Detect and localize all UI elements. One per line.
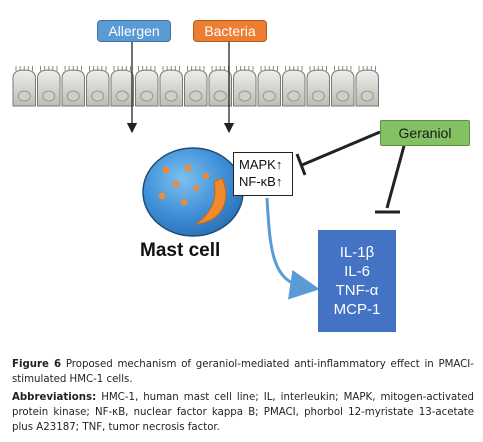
epithelial-nucleus bbox=[238, 90, 252, 102]
geraniol-inhibit-cytokine bbox=[385, 145, 406, 209]
bacteria-label: Bacteria bbox=[193, 20, 267, 42]
signaling-box: MAPK↑ NF-κB↑ bbox=[233, 152, 293, 196]
signal-mapk: MAPK↑ bbox=[239, 157, 283, 172]
signal-nfkb: NF-κB↑ bbox=[239, 174, 283, 189]
geraniol-label: Geraniol bbox=[380, 120, 470, 146]
mast-cell-label: Mast cell bbox=[140, 240, 221, 261]
caption-title: Figure 6 Proposed mechanism of geraniol-… bbox=[12, 357, 474, 387]
mechanism-diagram: Allergen Bacteria Geraniol MAPK↑ NF-κB↑ … bbox=[12, 20, 470, 332]
epithelial-nucleus bbox=[140, 90, 154, 102]
epithelial-nucleus bbox=[262, 90, 276, 102]
mast-cell-granules bbox=[158, 164, 210, 206]
mast-cell-body bbox=[142, 147, 244, 237]
epithelial-nucleus bbox=[115, 90, 129, 102]
epithelial-nucleus bbox=[336, 90, 350, 102]
secretion-arrow bbox=[265, 197, 320, 300]
figure-label: Figure 6 bbox=[12, 359, 62, 370]
epithelial-nucleus bbox=[17, 90, 31, 102]
cytokine-box: IL-1β IL-6 TNF-α MCP-1 bbox=[318, 230, 396, 332]
mast-cell-nucleus bbox=[194, 177, 227, 225]
figure-text: Proposed mechanism of geraniol-mediated … bbox=[12, 359, 474, 385]
epithelial-nucleus bbox=[164, 90, 178, 102]
inhibit-bar-signal bbox=[295, 153, 307, 176]
epithelial-nucleus bbox=[189, 90, 203, 102]
figure-caption: Figure 6 Proposed mechanism of geraniol-… bbox=[12, 357, 474, 435]
epithelial-nucleus bbox=[287, 90, 301, 102]
cytokine-mcp1: MCP-1 bbox=[333, 301, 381, 318]
allergen-label: Allergen bbox=[97, 20, 171, 42]
epithelial-nucleus bbox=[42, 90, 56, 102]
epithelial-nucleus bbox=[360, 90, 374, 102]
cytokine-il1b: IL-1β bbox=[339, 244, 375, 261]
epithelial-nucleus bbox=[91, 90, 105, 102]
cytokine-tnfa: TNF-α bbox=[335, 282, 379, 299]
cytokine-il6: IL-6 bbox=[344, 263, 370, 280]
diagram-canvas bbox=[12, 42, 406, 300]
caption-abbreviations: Abbreviations: HMC-1, human mast cell li… bbox=[12, 390, 474, 435]
epithelial-nucleus bbox=[311, 90, 325, 102]
abbreviations-label: Abbreviations: bbox=[12, 392, 97, 403]
abbreviations-text: HMC-1, human mast cell line; IL, interle… bbox=[12, 392, 474, 433]
epithelial-nucleus bbox=[66, 90, 80, 102]
epithelial-nucleus bbox=[213, 90, 227, 102]
geraniol-inhibit-signal bbox=[301, 130, 381, 167]
epithelium-layer bbox=[12, 66, 379, 107]
